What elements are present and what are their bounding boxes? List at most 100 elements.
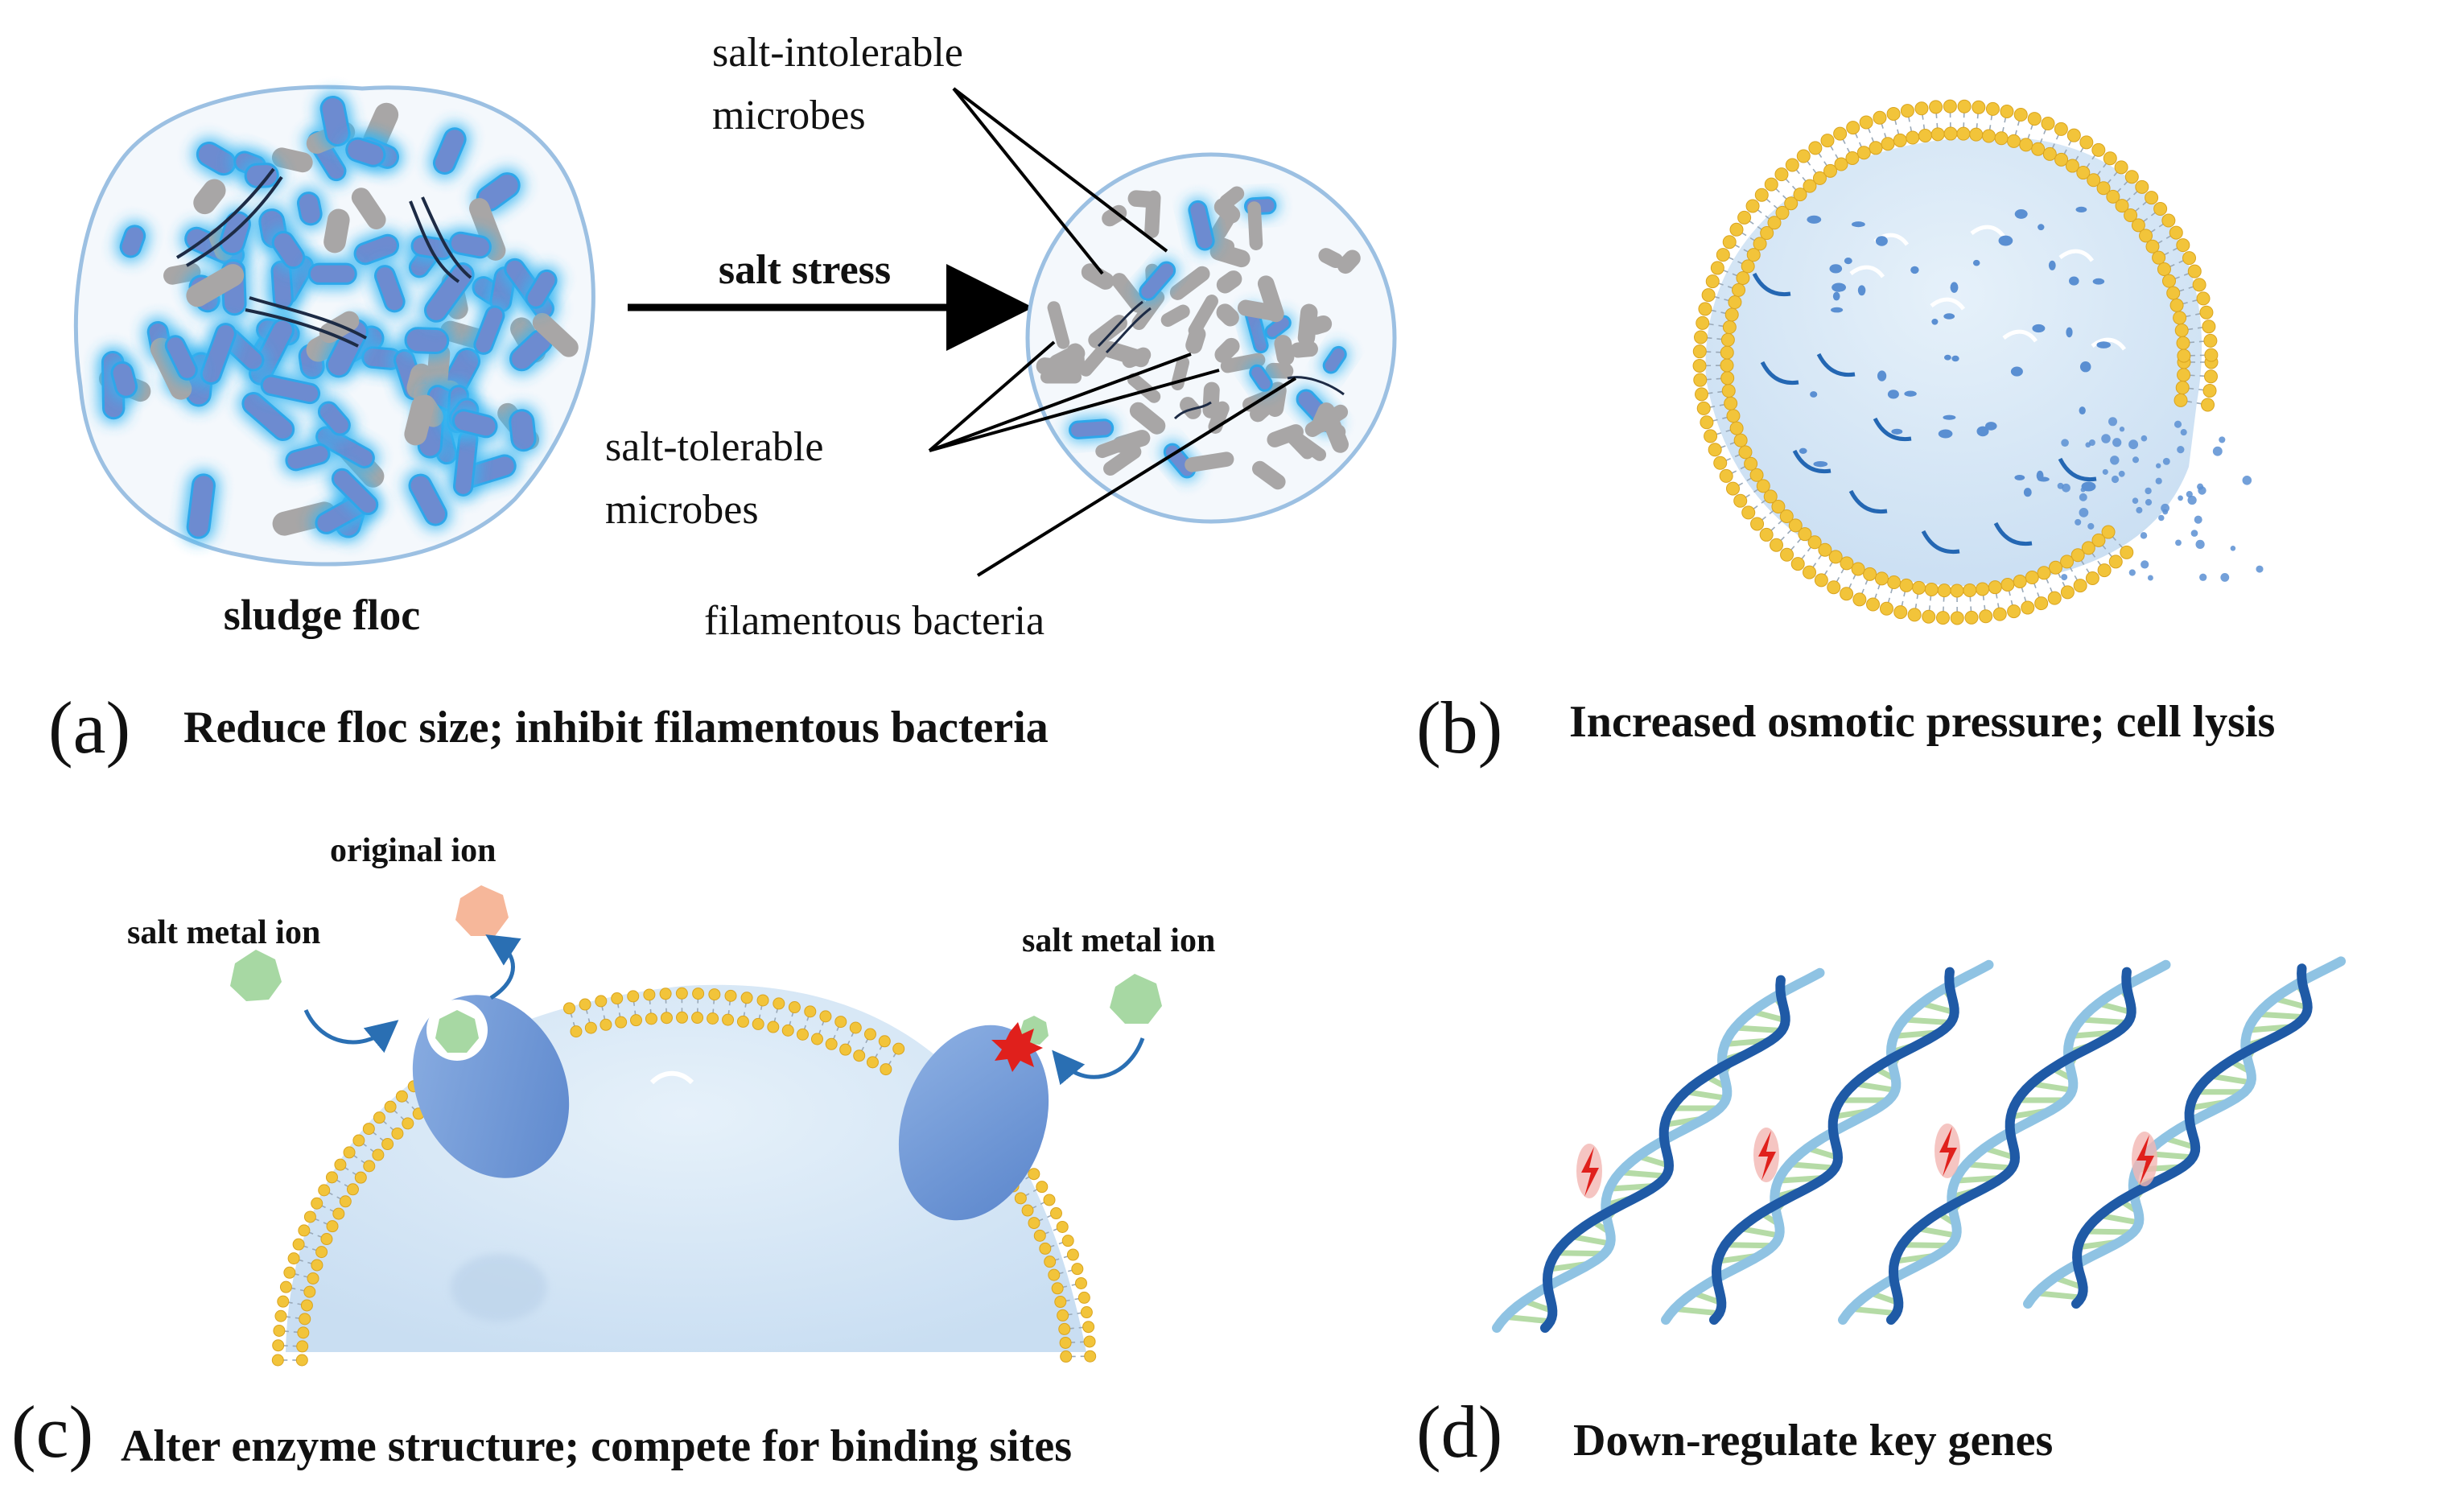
salt-tolerable-label-2: microbes (605, 487, 759, 533)
salt-intolerant-microbe (1321, 344, 1349, 376)
base-pair (2257, 1011, 2305, 1021)
base-pair (2036, 1290, 2082, 1301)
salt-metal-ion-label-right: salt metal ion (1022, 922, 1215, 959)
panel-a-caption: Reduce floc size; inhibit filamentous ba… (183, 703, 1049, 752)
base-pair (1620, 1169, 1667, 1179)
salt-intolerant-microbe (161, 331, 202, 385)
salt-intolerant-microbe (1185, 198, 1218, 253)
salt-intolerant-microbe (304, 259, 361, 289)
leaked-dot (2145, 498, 2153, 506)
dna-strand-dark (1886, 967, 2136, 1325)
salt-tolerant-microbe (1274, 335, 1295, 366)
base-pair (2099, 1212, 2140, 1226)
salt-intolerant-microbe (314, 397, 355, 440)
base-pair (1724, 1242, 1774, 1249)
leaked-dot (2128, 439, 2139, 450)
solute-dot (2032, 324, 2046, 333)
curved-fragment (1792, 449, 1832, 474)
panel-a: salt stress salt-intolerable microbes sa… (48, 30, 1397, 769)
panel-b: (b) Increased osmotic pressure; cell lys… (1416, 99, 2275, 769)
leaked-dot (2118, 470, 2125, 477)
solute-dot (2048, 260, 2056, 270)
leaked-dot (2141, 435, 2148, 442)
solute-dot (1877, 370, 1887, 381)
base-pair (2209, 1073, 2252, 1086)
original-ion-free (455, 885, 509, 936)
arrow-salt-in-left (303, 1008, 399, 1054)
leaked-dot (2079, 493, 2087, 501)
highlight-arc (2058, 249, 2095, 262)
leaked-dot (2178, 495, 2183, 501)
solute-dot (1910, 266, 1919, 274)
solute-dot (1851, 221, 1865, 228)
leaked-dot (2057, 482, 2064, 489)
panel-b-letter: (b) (1416, 687, 1502, 769)
salt-tolerant-microbe (271, 147, 313, 173)
salt-intolerant-microbe (293, 188, 327, 229)
panel-c: original ion salt metal ion salt metal i… (11, 832, 1215, 1473)
solute-dot (1943, 414, 1956, 420)
leaked-dot (2162, 457, 2170, 465)
lysing-cell (1692, 99, 2264, 625)
salt-tolerant-microbe (323, 208, 350, 254)
solute-dot (1832, 282, 1847, 292)
solute-dot (2069, 276, 2079, 286)
curved-fragment (2058, 457, 2097, 482)
leaked-dot (2155, 477, 2162, 484)
base-pair (1854, 1081, 1896, 1094)
leaked-dot (2062, 483, 2071, 493)
salt-intolerant-microbe (429, 123, 471, 179)
solute-dot (1985, 422, 1997, 431)
salt-intolerant-microbe (116, 221, 150, 262)
salt-intolerant-microbe (370, 261, 410, 316)
dna-strand-light (2023, 956, 2347, 1309)
curved-fragment (1993, 522, 2033, 546)
salt-intolerant-microbe (445, 228, 496, 262)
salt-intolerant-microbe (521, 266, 562, 313)
solute-dot (1813, 460, 1828, 468)
sludge-floc-label: sludge floc (224, 591, 421, 639)
salt-intolerant-microbe (420, 258, 479, 327)
cytoplasm-marks (1752, 206, 2127, 555)
base-pair (1789, 1161, 1836, 1171)
base-pair (1966, 1161, 2013, 1171)
salt-tolerant-microbe (1127, 373, 1161, 403)
lightning-damage-icon (1939, 1127, 1957, 1177)
solute-dot (2092, 278, 2105, 285)
solute-dot (1943, 313, 1955, 320)
salt-tolerant-microbe (1095, 436, 1131, 459)
arrow-salt-in-right (1052, 1037, 1145, 1086)
dna-helices (1492, 956, 2347, 1333)
half-cell-membrane (271, 987, 1097, 1367)
curved-fragment (1816, 353, 1856, 377)
dna-strand-dark (1709, 967, 1959, 1325)
salt-tolerant-microbe (1049, 344, 1086, 372)
curved-fragment (1760, 361, 1799, 386)
solute-dot (1972, 259, 1980, 266)
salt-tolerant-microbe (186, 264, 245, 307)
base-pair (1685, 1089, 1727, 1102)
salt-intolerant-microbe (183, 469, 220, 543)
leaked-dot (2101, 434, 2111, 443)
salt-intolerant-microbe (1136, 259, 1178, 303)
salt-tolerant-microbe (1265, 362, 1294, 379)
solute-dot (2096, 341, 2111, 348)
base-pair (2031, 1081, 2073, 1094)
leaked-dot (2111, 475, 2120, 484)
solute-dot (2038, 224, 2045, 231)
salt-intolerant-microbe (341, 134, 389, 171)
dna-helix (1661, 959, 1994, 1325)
small-floc-microbes (1036, 186, 1361, 490)
highlight-arc (1970, 225, 2006, 238)
base-pair (1734, 1025, 1782, 1034)
panel-d-letter: (d) (1416, 1391, 1502, 1473)
original-ion-label: original ion (330, 832, 497, 869)
leaked-dot (2140, 532, 2148, 539)
leaked-dot (2061, 574, 2068, 581)
panel-d: (d) Down-regulate key genes (1416, 956, 2347, 1473)
curved-fragment (1873, 417, 1912, 442)
salt-intolerant-microbe (192, 138, 241, 179)
salt-intolerant-microbe (449, 426, 482, 501)
salt-tolerant-microbe (1088, 315, 1127, 348)
